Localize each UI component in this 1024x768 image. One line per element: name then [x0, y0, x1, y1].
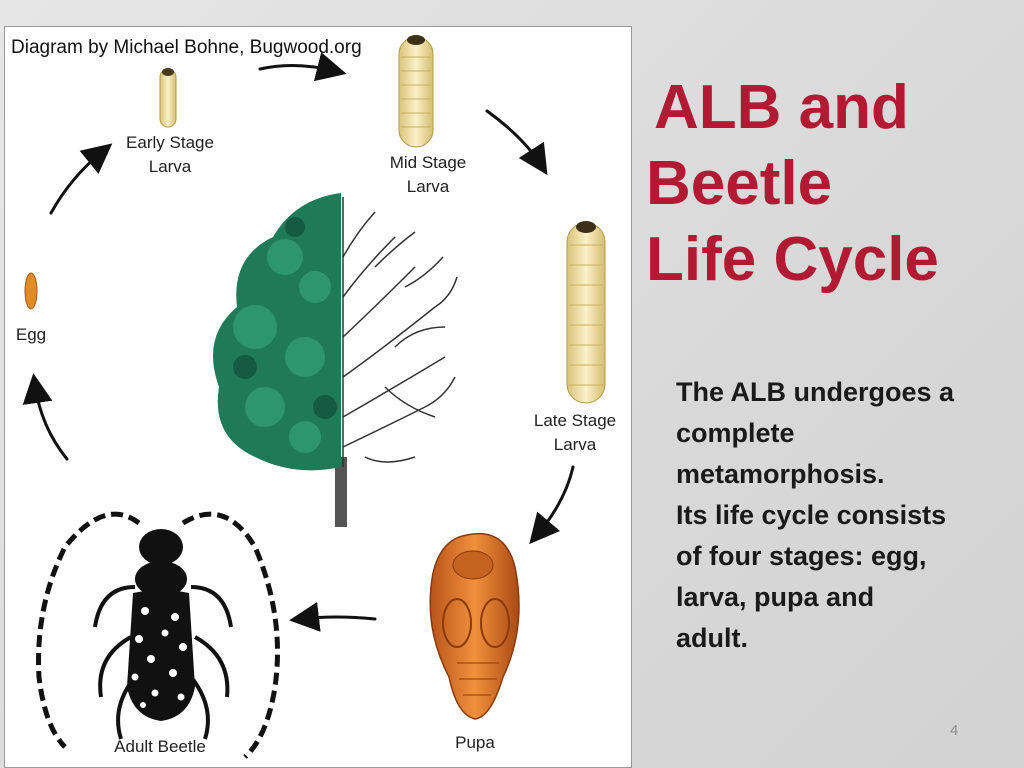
mid-larva-illustration — [398, 35, 434, 148]
label-egg: Egg — [15, 325, 47, 344]
label-mid-line1: Mid Stage — [389, 153, 467, 172]
label-adult-beetle: Adult Beetle — [114, 737, 206, 756]
diagram-credit: Diagram by Michael Bohne, Bugwood.org — [11, 37, 362, 58]
body-line-1: The ALB undergoes a — [676, 377, 955, 407]
label-late-line2: Larva — [553, 435, 597, 454]
slide-body-text: The ALB undergoes a complete metamorphos… — [676, 372, 996, 659]
late-larva-illustration — [566, 221, 606, 404]
arrow-adult-to-egg — [22, 373, 69, 461]
body-line-3: metamorphosis. — [676, 459, 885, 489]
cycle-arrows — [22, 52, 575, 632]
arrow-egg-to-early — [49, 143, 113, 215]
body-line-2: complete — [676, 418, 795, 448]
label-mid-line2: Larva — [406, 177, 450, 196]
body-line-7: adult. — [676, 623, 748, 653]
body-line-5: of four stages: egg, — [676, 541, 927, 571]
pupa-illustration — [429, 533, 520, 720]
arrow-late-to-pupa — [529, 465, 575, 545]
label-late-line1: Late Stage — [533, 411, 617, 430]
early-larva-illustration — [159, 68, 177, 128]
title-line-1: ALB and — [654, 73, 909, 142]
body-line-4: Its life cycle consists — [676, 500, 947, 530]
arrow-pupa-to-adult — [289, 602, 377, 632]
label-early-line1: Early Stage — [126, 133, 214, 152]
label-mid-stage-larva: Mid Stage Larva — [363, 151, 493, 199]
tree-illustration — [213, 193, 458, 527]
life-cycle-illustration — [22, 35, 606, 759]
arrow-mid-to-late — [485, 109, 548, 176]
label-early-line2: Larva — [148, 157, 192, 176]
adult-beetle-illustration — [36, 511, 280, 759]
label-late-stage-larva: Late Stage Larva — [517, 409, 631, 457]
egg-illustration — [24, 272, 38, 310]
slide-title: ALB and Beetle Life Cycle — [646, 70, 939, 298]
body-line-6: larva, pupa and — [676, 582, 875, 612]
life-cycle-diagram: Diagram by Michael Bohne, Bugwood.org Ea… — [4, 26, 632, 768]
slide-page-number: 4 — [950, 722, 959, 739]
label-early-stage-larva: Early Stage Larva — [105, 131, 235, 179]
title-line-3: Life Cycle — [646, 225, 939, 294]
title-line-2: Beetle — [646, 149, 833, 218]
label-pupa: Pupa — [455, 733, 495, 752]
arrow-early-to-mid — [258, 52, 347, 82]
